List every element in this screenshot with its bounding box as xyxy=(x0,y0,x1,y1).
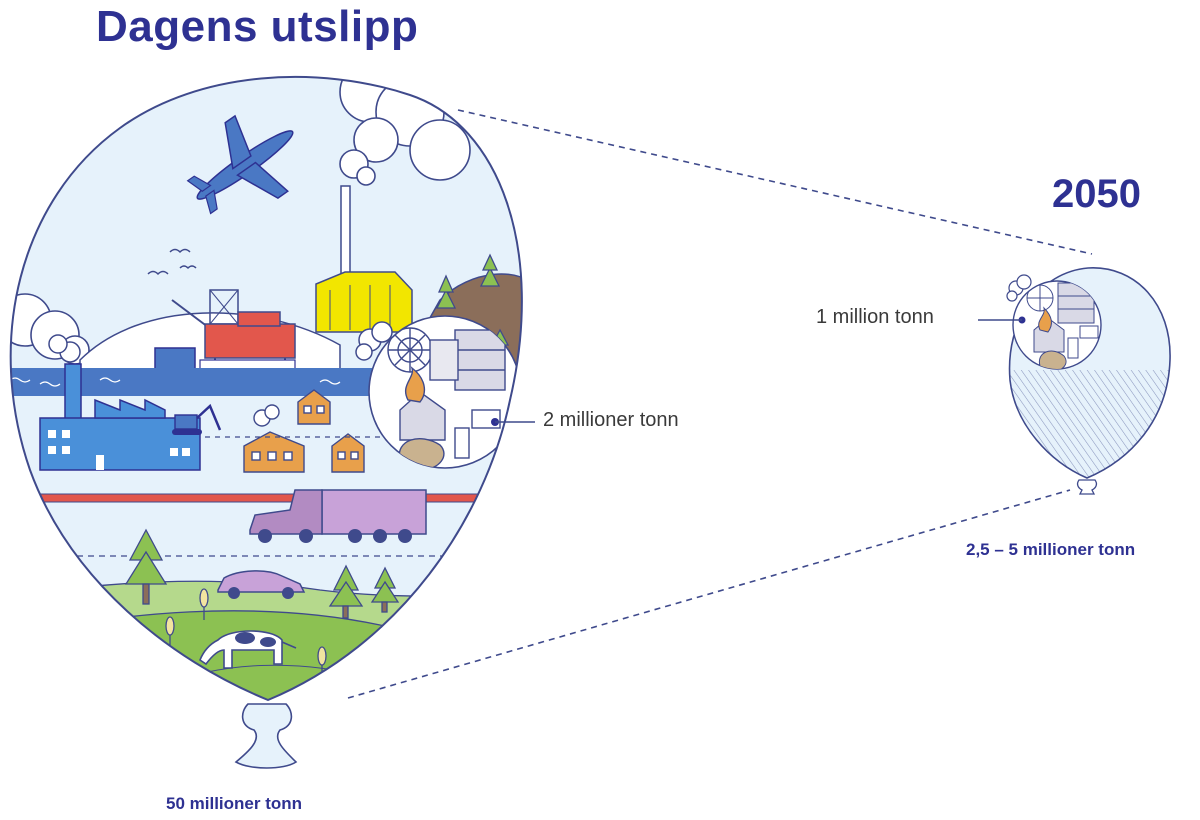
big-balloon-knot xyxy=(234,703,298,769)
cloud-icon xyxy=(1006,274,1032,302)
future-title: 2050 xyxy=(1052,172,1141,216)
pipeline xyxy=(10,493,522,503)
big-balloon xyxy=(9,75,535,769)
truck-icon xyxy=(249,489,427,543)
tree-icon xyxy=(435,253,510,346)
tree-icon xyxy=(124,528,400,619)
small-balloon xyxy=(978,267,1171,495)
cloud-icon xyxy=(48,334,81,363)
factory-icon xyxy=(39,363,201,471)
today-title: Dagens utslipp xyxy=(96,2,419,51)
power-plant-building xyxy=(315,271,413,333)
connector-top-line xyxy=(457,109,1093,255)
cow-icon xyxy=(199,630,297,669)
excavator-icon xyxy=(172,403,222,435)
bird-icon xyxy=(147,248,197,276)
future-total-value: 2,5 – 5 millioner tonn xyxy=(966,540,1136,559)
landfill-inset-small xyxy=(1006,274,1102,370)
airplane-icon xyxy=(186,114,294,215)
big-balloon-outline xyxy=(9,75,523,702)
house-icon xyxy=(243,389,365,473)
small-balloon-knot xyxy=(1076,479,1098,495)
today-total-value: 50 millioner tonn xyxy=(166,794,303,813)
today-landfill-label: 2 millioner tonn xyxy=(543,409,679,431)
wheat-icon xyxy=(165,588,327,676)
chimney-icon xyxy=(340,185,351,285)
connector-bottom-line xyxy=(347,489,1071,699)
car-icon xyxy=(217,570,306,599)
cloud-icon xyxy=(253,404,280,427)
future-landfill-label: 1 million tonn xyxy=(816,306,934,328)
cloud-icon xyxy=(355,321,393,361)
oil-platform-icon xyxy=(171,289,296,372)
